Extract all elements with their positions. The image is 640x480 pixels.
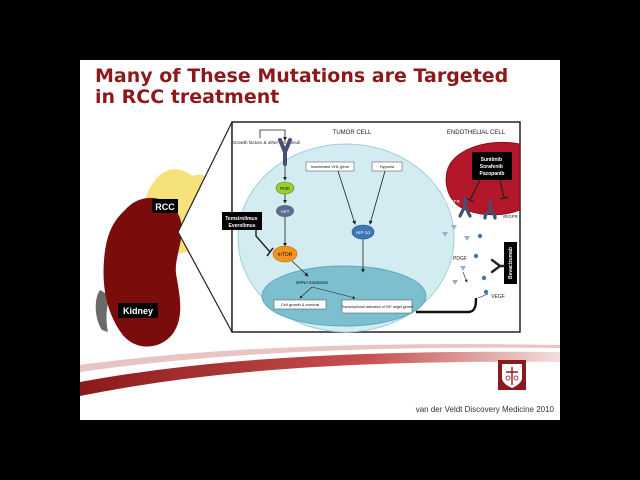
akt-label: AKT bbox=[281, 209, 290, 214]
kidney bbox=[103, 197, 182, 347]
pdgf-label: PDGF bbox=[453, 256, 467, 262]
vhl-label: Inactivated VHL gene bbox=[311, 164, 350, 169]
transcription-box bbox=[341, 299, 413, 314]
mrna-label: mRNA translation bbox=[296, 280, 329, 285]
mtor-inhibitors-label: Temsirolimus Everolimus bbox=[225, 216, 259, 229]
endothelial-cell-label: ENDOTHELIAL CELL bbox=[447, 130, 506, 136]
nucleus bbox=[261, 265, 427, 327]
mtor-inhibitors-box bbox=[222, 212, 262, 230]
decorative-swoosh bbox=[80, 344, 560, 396]
transcription-label: Transcriptional activation of HIF target… bbox=[341, 305, 413, 309]
akt-node bbox=[276, 205, 294, 217]
tumor-cell-label: TUMOR CELL bbox=[333, 130, 372, 136]
tki-box bbox=[472, 152, 512, 180]
slide-title: Many of These Mutations are Targeted in … bbox=[95, 65, 509, 108]
cell-growth-label: Cell growth & survival bbox=[281, 302, 320, 307]
slide: RCC Kidney TUMOR CELL ENDOTHELIAL CELL G… bbox=[80, 60, 560, 420]
hypoxia-label: Hypoxia bbox=[380, 164, 395, 169]
pdgfr-receptor bbox=[458, 196, 472, 218]
rcc-label: RCC bbox=[155, 202, 175, 212]
vegfr-receptor bbox=[483, 200, 497, 220]
vegfr-label: VEGFR bbox=[502, 214, 518, 219]
mtor-inhibition-line bbox=[255, 230, 271, 253]
vhl-box bbox=[305, 161, 355, 172]
tki-label: Sunitinib Sorafenib Pazopanib bbox=[479, 157, 504, 177]
secretion-arrow bbox=[416, 297, 478, 314]
hypoxia-box bbox=[371, 161, 403, 172]
cell-growth-box bbox=[273, 299, 327, 310]
hif-label: HIF-1α bbox=[356, 230, 370, 235]
pi3k-label: PI3K bbox=[280, 186, 290, 191]
kidney-label: Kidney bbox=[123, 306, 153, 316]
growth-factors-label: Growth factors & other cell stimuli bbox=[233, 140, 300, 145]
mtor-node bbox=[272, 245, 298, 263]
university-logo bbox=[498, 360, 526, 390]
bevacizumab-box bbox=[504, 242, 517, 284]
vegf-label: VEGF bbox=[491, 294, 505, 300]
pdgf-ligands bbox=[442, 225, 470, 285]
diagram: RCC Kidney TUMOR CELL ENDOTHELIAL CELL G… bbox=[80, 121, 560, 396]
citation: van der Veldt Discovery Medicine 2010 bbox=[415, 405, 554, 414]
vegf-ligands bbox=[473, 233, 489, 295]
bevacizumab-antibody bbox=[490, 258, 506, 274]
tumor-receptor bbox=[278, 138, 292, 166]
mtor-label: mTOR bbox=[278, 252, 293, 258]
pdgfr-label: PDGFR bbox=[444, 199, 461, 204]
bevacizumab-label: Bevacizumab bbox=[508, 247, 514, 279]
